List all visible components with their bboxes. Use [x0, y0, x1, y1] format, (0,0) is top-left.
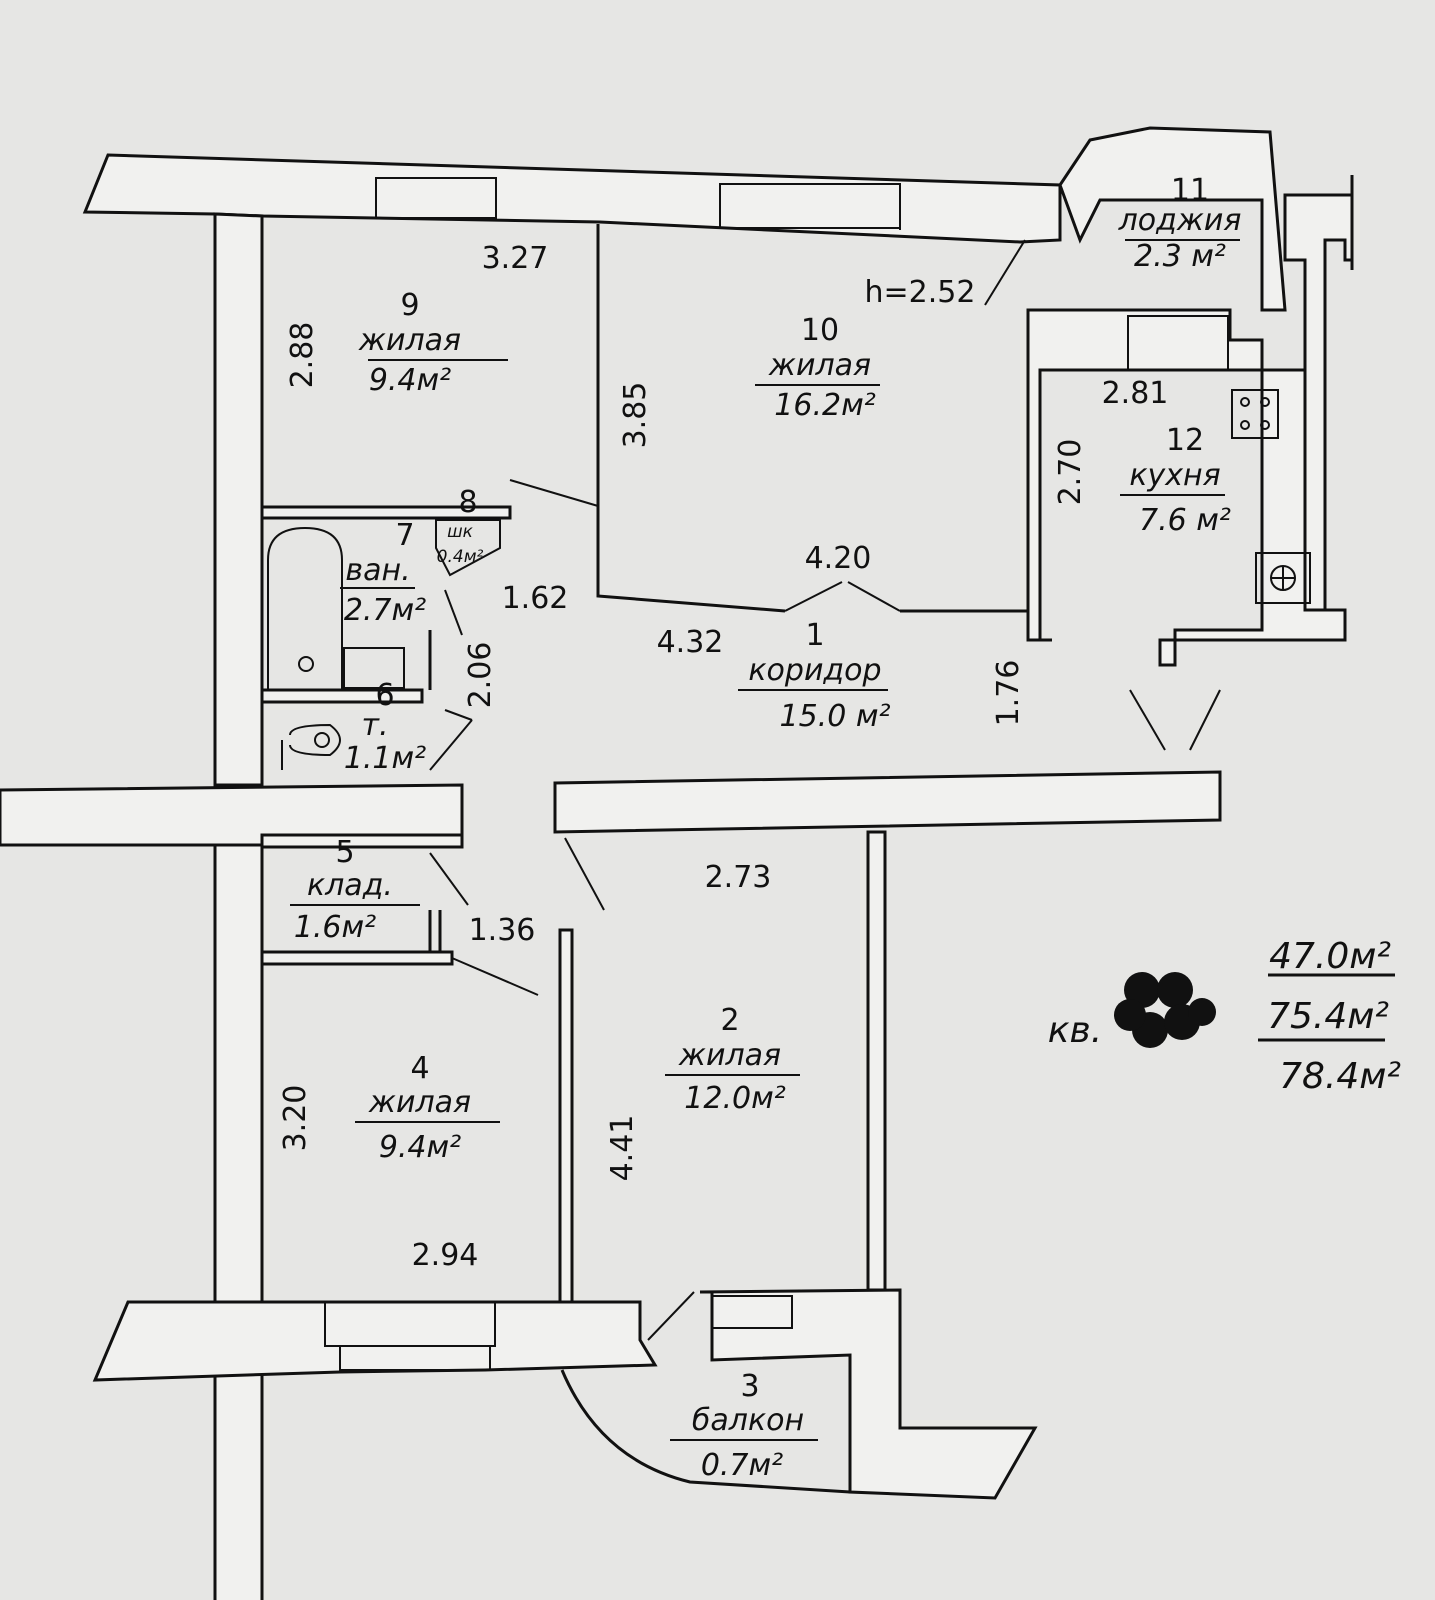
room-2-number: 2	[720, 1003, 739, 1038]
overall-area-total: 78.4м²	[1279, 1056, 1401, 1097]
living-area-total: 47.0м²	[1269, 936, 1391, 977]
fixtures	[267, 389, 1311, 770]
room-8-number: 8	[458, 485, 477, 520]
sink-icon	[298, 656, 314, 672]
stove-icon	[1231, 389, 1279, 439]
room-2-area: 12.0м²	[684, 1081, 785, 1116]
room-9-number: 9	[400, 288, 419, 323]
room-6-number: 6	[375, 678, 394, 713]
dim-height: h=2.52	[865, 275, 976, 310]
dim-1-76: 1.76	[991, 660, 1026, 727]
room-8-area: 0.4м²	[437, 547, 484, 567]
doors	[429, 239, 1221, 1341]
room-11-number: 11	[1171, 173, 1209, 208]
room-10-number: 10	[801, 313, 839, 348]
room-5-name: клад.	[307, 868, 393, 903]
room-12-name: кухня	[1129, 458, 1220, 493]
bathtub-icon	[267, 526, 343, 690]
dim-1-36: 1.36	[469, 913, 536, 948]
room-5-number: 5	[335, 835, 354, 870]
room-7-number: 7	[395, 518, 414, 553]
room-1-number: 1	[805, 618, 824, 653]
room-4-number: 4	[410, 1051, 429, 1086]
room-12-number: 12	[1166, 423, 1204, 458]
room-3-name: балкон	[692, 1403, 804, 1438]
dim-4-32: 4.32	[657, 625, 724, 660]
room-4-name: жилая	[368, 1085, 471, 1120]
dim-2-70: 2.70	[1053, 439, 1088, 506]
kitchen-sink-icon	[1255, 552, 1311, 604]
apartment-totals: кв. 47.0м² 75.4м² 78.4м²	[1048, 936, 1401, 1097]
dim-2-81: 2.81	[1102, 376, 1169, 411]
dim-4-20: 4.20	[805, 541, 872, 576]
dim-3-20: 3.20	[278, 1085, 313, 1152]
room-3-number: 3	[740, 1369, 759, 1404]
room-9-name: жилая	[358, 323, 461, 358]
redacted-apartment-number	[1114, 972, 1216, 1048]
dim-2-88: 2.88	[285, 322, 320, 389]
room-5-area: 1.6м²	[294, 910, 376, 945]
toilet-icon	[281, 723, 341, 770]
dim-3-85: 3.85	[618, 382, 653, 449]
dim-2-94: 2.94	[412, 1238, 479, 1273]
room-6-area: 1.1м²	[344, 741, 426, 776]
svg-text:9: 9	[400, 288, 419, 323]
room-9-area: 9.4м²	[369, 363, 451, 398]
room-3-area: 0.7м²	[701, 1448, 783, 1483]
room-11-name: лоджия	[1118, 203, 1242, 238]
room-1-area: 15.0 м²	[780, 699, 891, 734]
dim-1-62: 1.62	[502, 581, 569, 616]
walls	[0, 126, 1354, 1600]
dim-3-27: 3.27	[482, 241, 549, 276]
apartment-prefix: кв.	[1048, 1010, 1102, 1051]
room-2-name: жилая	[678, 1038, 781, 1073]
room-6-name: т.	[361, 708, 388, 743]
dim-2-06: 2.06	[463, 642, 498, 709]
room-10-name: жилая	[768, 348, 871, 383]
dim-2-73: 2.73	[705, 860, 772, 895]
room-8-name: шк	[447, 522, 474, 542]
room-7-name: ван.	[345, 553, 410, 588]
room-4-area: 9.4м²	[379, 1130, 461, 1165]
dimensions: 3.27 2.88 h=2.52 3.85 2.81 2.70 4.20 1.6…	[278, 241, 1168, 1273]
room-12-area: 7.6 м²	[1139, 503, 1231, 538]
room-labels: 9 жилая 9.4м² 10 жилая 16.2м² 11 лоджия …	[294, 173, 1242, 1483]
label-underlines	[290, 239, 1240, 1441]
room-11-area: 2.3 м²	[1134, 239, 1226, 274]
room-1-name: коридор	[748, 653, 881, 688]
room-10-area: 16.2м²	[774, 388, 875, 423]
room-7-area: 2.7м²	[344, 593, 426, 628]
dim-4-41: 4.41	[605, 1115, 640, 1182]
apartment-area-total: 75.4м²	[1267, 996, 1389, 1037]
